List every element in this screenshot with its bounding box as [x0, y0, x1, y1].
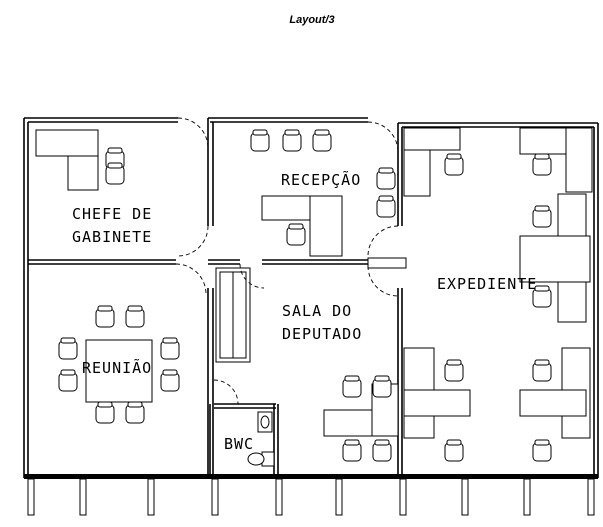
columns	[27, 478, 595, 516]
room-label-sala-line2: DEPUTADO	[282, 325, 362, 343]
chair-icon	[532, 359, 552, 382]
room-label-chefe-line1: CHEFE DE	[72, 205, 152, 223]
chair-icon	[312, 129, 332, 152]
chair-icon	[376, 167, 396, 190]
chair-icon	[105, 162, 125, 185]
doors	[175, 117, 399, 405]
room-label-recepcao: RECEPÇÃO	[281, 170, 361, 189]
room-label-sala-line1: SALA DO	[282, 302, 352, 320]
chair-icon	[286, 223, 306, 246]
chair-icon	[444, 359, 464, 382]
room-label-expediente: EXPEDIENTE	[437, 275, 537, 293]
room-label-reuniao: REUNIÃO	[82, 358, 152, 377]
chair-icon	[532, 285, 552, 308]
chair-icon	[282, 129, 302, 152]
room-label-chefe-line2: GABINETE	[72, 228, 152, 246]
chair-icon	[372, 439, 392, 462]
chair-icon	[160, 337, 180, 360]
column	[335, 478, 343, 516]
walls	[23, 117, 599, 479]
column	[147, 478, 155, 516]
chairs	[58, 129, 552, 462]
chair-icon	[160, 369, 180, 392]
furniture	[35, 127, 593, 467]
drawing-title: Layout/3	[289, 14, 334, 26]
chair-icon	[342, 439, 362, 462]
column	[211, 478, 219, 516]
chair-icon	[125, 305, 145, 328]
column	[275, 478, 283, 516]
column	[587, 478, 595, 516]
chair-icon	[95, 305, 115, 328]
chair-icon	[376, 195, 396, 218]
room-labels: CHEFE DE GABINETE RECEPÇÃO EXPEDIENTE SA…	[72, 170, 537, 453]
column	[523, 478, 531, 516]
chair-icon	[372, 375, 392, 398]
chair-icon	[444, 153, 464, 176]
chair-icon	[58, 337, 78, 360]
column	[399, 478, 407, 516]
chair-icon	[58, 369, 78, 392]
room-label-bwc: BWC	[224, 435, 254, 453]
chair-icon	[125, 401, 145, 424]
chair-icon	[95, 401, 115, 424]
chair-icon	[532, 205, 552, 228]
chair-icon	[532, 153, 552, 176]
column	[461, 478, 469, 516]
chair-icon	[250, 129, 270, 152]
chair-icon	[444, 439, 464, 462]
chair-icon	[532, 439, 552, 462]
chair-icon	[342, 375, 362, 398]
column	[27, 478, 35, 516]
column	[79, 478, 87, 516]
